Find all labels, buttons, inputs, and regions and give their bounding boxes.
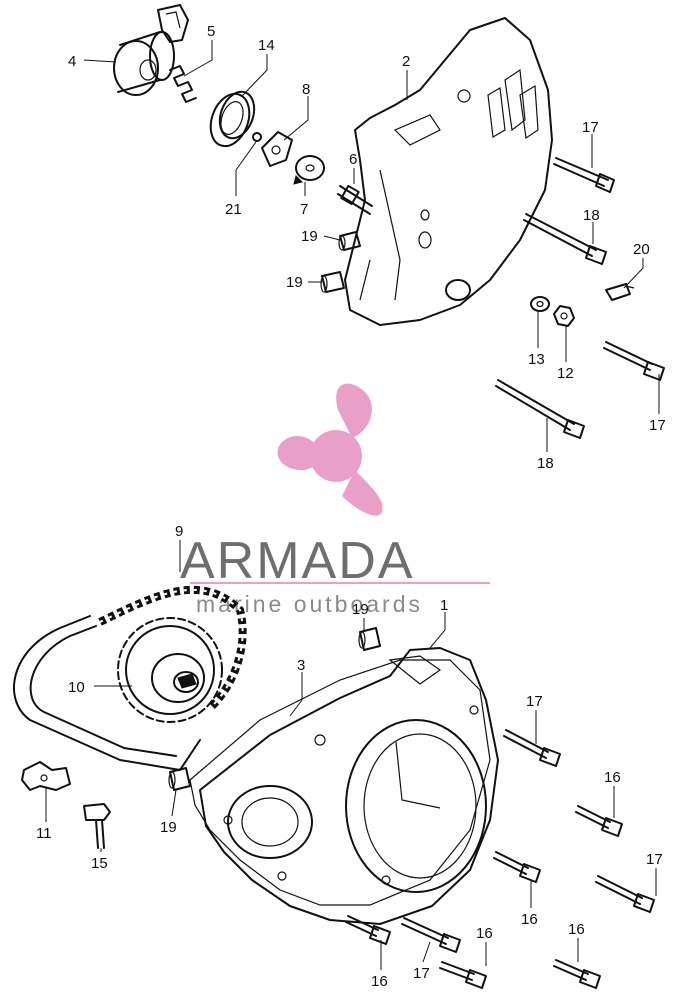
callout-16-d: 16 (476, 925, 493, 942)
part-17-bolt-e (401, 917, 461, 953)
part-15-bolt (83, 803, 111, 849)
callout-6: 6 (349, 151, 357, 168)
callout-17-e: 17 (413, 965, 430, 982)
callout-13: 13 (528, 351, 545, 368)
part-16-bolt-e (553, 959, 601, 989)
part-12-nut (553, 305, 575, 327)
callout-17-b: 17 (649, 417, 666, 434)
callout-17-a: 17 (582, 119, 599, 136)
callout-4: 4 (68, 53, 76, 70)
part-6-bolt (337, 184, 373, 215)
part-17-bolt-d (595, 875, 655, 913)
part-18-bolt-b (495, 379, 585, 439)
callout-10: 10 (68, 679, 85, 696)
part-10-sprocket (117, 617, 223, 723)
part-8-plate (261, 131, 293, 167)
part-3-gasket (189, 659, 491, 906)
callout-14: 14 (258, 37, 275, 54)
callout-20: 20 (633, 241, 650, 258)
callout-7: 7 (300, 201, 308, 218)
part-16-bolt-c (345, 915, 391, 945)
callout-19-lower-b: 19 (160, 819, 177, 836)
armada-propeller-logo (277, 383, 383, 516)
callout-16-a: 16 (604, 769, 621, 786)
part-19-dowel-upper-a (338, 231, 361, 251)
part-7-cam (293, 155, 325, 185)
callout-18-b: 18 (537, 455, 554, 472)
part-19-dowel-upper-b (320, 271, 345, 293)
part-14-oil-seal (209, 90, 256, 148)
part-21-ball (252, 132, 262, 142)
part-5-spring (169, 65, 197, 103)
leader-lines (45, 40, 660, 970)
part-19-dowel-lower-b (168, 767, 191, 791)
part-17-bolt-a (553, 157, 615, 193)
callout-18-a: 18 (583, 207, 600, 224)
part-9-chain (98, 585, 247, 711)
callout-11: 11 (36, 825, 52, 842)
callout-3: 3 (297, 657, 305, 674)
callout-17-c: 17 (526, 693, 543, 710)
part-20-screw (605, 283, 635, 301)
callout-1: 1 (440, 597, 448, 614)
callout-2: 2 (402, 53, 410, 70)
callout-labels: 4 5 14 2 8 6 21 7 19 19 17 18 20 13 12 1… (36, 23, 666, 990)
part-19-dowel-lower-a (358, 627, 381, 651)
part-17-bolt-b (603, 341, 665, 381)
part-1-lower-cover (199, 647, 499, 925)
callout-12: 12 (557, 365, 574, 382)
chain-guide-loop (13, 615, 201, 771)
part-13-washer (530, 296, 550, 312)
callout-5: 5 (207, 23, 215, 40)
callout-16-e: 16 (568, 921, 585, 938)
part-17-bolt-c (503, 729, 561, 767)
part-16-bolt-d (439, 961, 487, 989)
part-11-clip (21, 761, 71, 791)
callout-9: 9 (175, 523, 183, 540)
callout-19-upper-a: 19 (301, 228, 318, 245)
part-16-bolt-a (575, 805, 623, 837)
part-2-upper-cover (344, 17, 553, 326)
callout-16-b: 16 (521, 911, 538, 928)
callout-19-upper-b: 19 (286, 274, 303, 291)
callout-16-c: 16 (371, 973, 388, 990)
callout-17-d: 17 (646, 851, 663, 868)
callout-21: 21 (225, 201, 242, 218)
part-18-bolt-a (523, 213, 607, 265)
part-16-bolt-b (493, 851, 541, 883)
part-4-tensioner-roller (113, 4, 189, 96)
callout-19-lower-a: 19 (352, 601, 369, 618)
brand-name: ARMADA (180, 532, 414, 590)
callout-8: 8 (302, 81, 310, 98)
callout-15: 15 (91, 855, 108, 872)
